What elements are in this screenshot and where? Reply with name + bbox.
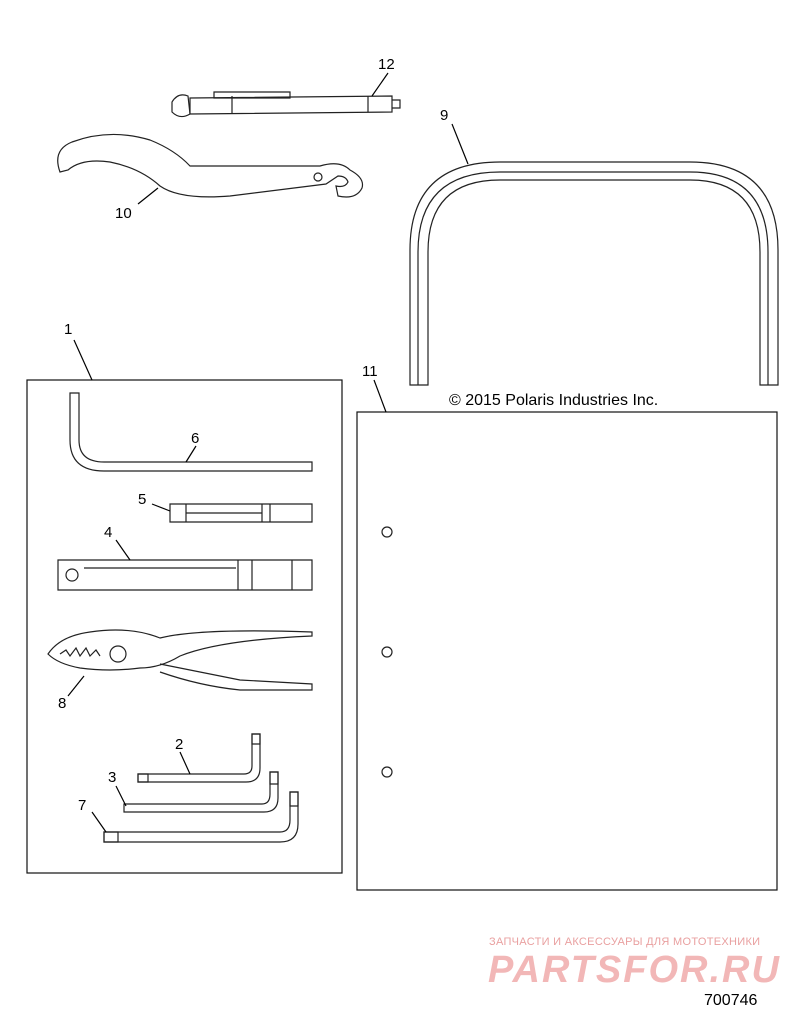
part-7-torx-key [103,791,299,843]
watermark-tagline: ЗАПЧАСТИ И АКСЕССУАРЫ ДЛЯ МОТОТЕХНИКИ [489,936,760,948]
callout-3: 3 [108,769,116,786]
leader-10 [137,187,159,205]
callout-11: 11 [362,363,378,380]
part-12-handle [171,91,401,118]
part-5-socket-bar [169,503,313,523]
leader-8 [67,675,85,697]
part-9-u-bar [409,161,779,386]
part-3-torx-key [123,771,279,813]
leader-6 [185,445,197,463]
part-11-manual [356,411,778,891]
callout-12: 12 [378,56,395,73]
leader-3 [115,785,127,807]
part-8-pliers [47,629,313,691]
part-1-tool-kit-box [26,379,343,874]
callout-8: 8 [58,695,66,712]
watermark-logo: PARTSFOR.RU [488,949,781,991]
part-10-spanner-wrench [57,133,364,198]
leader-5 [151,503,171,512]
callout-2: 2 [175,736,183,753]
leader-9 [451,123,469,165]
leader-11 [373,379,387,413]
leader-2 [179,751,191,775]
callout-5: 5 [138,491,146,508]
leader-1 [73,339,93,381]
leader-7 [91,811,107,833]
copyright-notice: © 2015 Polaris Industries Inc. [449,392,658,409]
callout-1: 1 [64,321,72,338]
callout-10: 10 [115,205,132,222]
leader-4 [115,539,131,561]
callout-6: 6 [191,430,199,447]
callout-9: 9 [440,107,448,124]
leader-12 [371,72,389,97]
part-4-spark-plug-wrench [57,559,313,591]
part-6-hex-key [69,392,313,472]
callout-4: 4 [104,524,112,541]
figure-number: 700746 [704,992,757,1009]
callout-7: 7 [78,797,86,814]
part-2-torx-key [137,733,261,783]
